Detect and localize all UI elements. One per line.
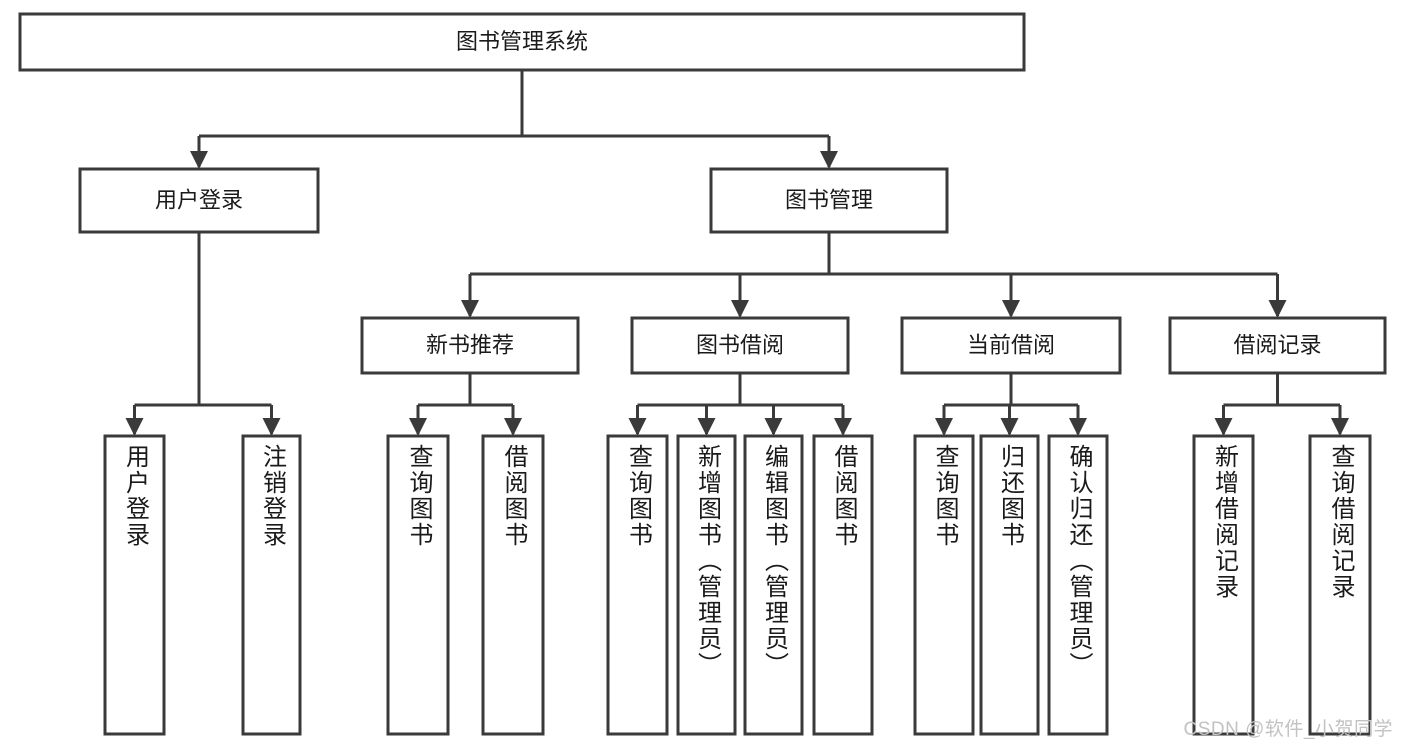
node-label-book-manage: 图书管理 xyxy=(785,187,873,212)
arrow-head-icon xyxy=(731,300,749,318)
node-box-book-manage[interactable] xyxy=(709,167,949,234)
watermark: CSDN @软件_小贺同学 xyxy=(1183,719,1393,740)
node-box-leaf-edit-book[interactable] xyxy=(743,434,804,736)
node-box-leaf-query-book-1[interactable] xyxy=(386,434,450,736)
node-label-root: 图书管理系统 xyxy=(456,29,588,54)
arrow-head-icon xyxy=(697,418,716,436)
connector-lines xyxy=(125,70,1349,436)
arrow-head-icon xyxy=(190,151,208,169)
arrow-head-icon xyxy=(262,418,281,436)
node-box-current-borrow[interactable] xyxy=(900,316,1122,375)
arrow-head-icon xyxy=(935,418,953,436)
node-box-leaf-logout[interactable] xyxy=(241,434,302,736)
node-label-borrow-record: 借阅记录 xyxy=(1233,332,1321,357)
node-box-new-book-rec[interactable] xyxy=(360,316,580,375)
arrow-head-icon xyxy=(1000,418,1019,436)
arrow-head-icon xyxy=(504,418,522,436)
arrow-head-icon xyxy=(834,418,852,436)
arrow-head-icon xyxy=(1331,418,1349,436)
node-box-leaf-borrow-book-1[interactable] xyxy=(481,434,545,736)
arrow-head-icon xyxy=(409,418,427,436)
node-box-book-borrow[interactable] xyxy=(630,316,850,375)
node-box-user-login[interactable] xyxy=(78,167,320,234)
arrow-head-icon xyxy=(764,418,783,436)
arrow-head-icon xyxy=(820,151,838,169)
node-box-leaf-query-record[interactable] xyxy=(1308,434,1372,736)
arrow-head-icon xyxy=(461,300,479,318)
node-label-user-login: 用户登录 xyxy=(155,187,243,212)
node-box-leaf-add-record[interactable] xyxy=(1192,434,1255,736)
arrow-head-icon xyxy=(1268,300,1287,318)
node-box-leaf-query-book-3[interactable] xyxy=(913,434,975,736)
node-box-leaf-user-login[interactable] xyxy=(103,434,166,736)
node-box-leaf-add-book[interactable] xyxy=(676,434,737,736)
arrow-head-icon xyxy=(125,418,144,436)
arrow-head-icon xyxy=(628,418,647,436)
node-label-book-borrow: 图书借阅 xyxy=(696,332,784,357)
node-label-new-book-rec: 新书推荐 xyxy=(426,332,514,357)
node-label-current-borrow: 当前借阅 xyxy=(967,332,1055,357)
arrow-head-icon xyxy=(1069,418,1087,436)
node-box-leaf-query-book-2[interactable] xyxy=(606,434,669,736)
node-box-leaf-borrow-book-2[interactable] xyxy=(812,434,874,736)
node-box-root[interactable] xyxy=(18,12,1026,72)
node-box-leaf-confirm-return[interactable] xyxy=(1047,434,1109,736)
arrow-head-icon xyxy=(1214,418,1233,436)
node-boxes xyxy=(18,12,1387,736)
node-box-leaf-return-book[interactable] xyxy=(979,434,1040,736)
node-box-borrow-record[interactable] xyxy=(1168,316,1387,375)
arrow-head-icon xyxy=(1002,300,1020,318)
